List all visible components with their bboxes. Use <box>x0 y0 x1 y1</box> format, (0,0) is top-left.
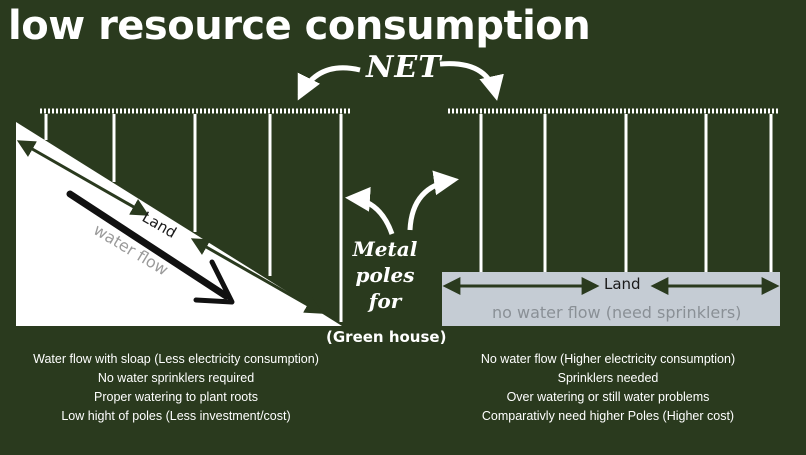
left-points-list: Water flow with sloap (Less electricity … <box>8 350 344 426</box>
metal-poles-line: Metal <box>352 237 418 261</box>
net-arrow-right <box>439 61 504 101</box>
right-flow-label: no water flow (need sprinklers) <box>492 303 742 322</box>
metal-poles-label: Metal poles for <box>340 236 430 314</box>
list-item: Sprinklers needed <box>557 371 659 385</box>
net-arrow-left <box>297 65 361 101</box>
water-flow-arrow <box>66 190 230 300</box>
right-poles <box>479 114 773 272</box>
list-item: Comparativly need higher Poles (Higher c… <box>481 409 735 423</box>
list-item: Proper watering to plant roots <box>94 390 258 404</box>
green-house-label: (Green house) <box>326 328 447 346</box>
list-item: Low hight of poles (Less investment/cost… <box>61 409 291 423</box>
list-item: Water flow with sloap (Less electricity … <box>33 352 319 366</box>
net-label: NET <box>366 50 442 85</box>
left-land-arrow-lower <box>190 238 324 314</box>
list-item: Over watering or still water problems <box>506 390 710 404</box>
water-flow-arrowhead <box>193 259 235 305</box>
left-land-arrow-upper <box>16 140 150 216</box>
page-title: low resource consumption <box>8 3 591 49</box>
right-points-list: No water flow (Higher electricity consum… <box>456 350 760 426</box>
metal-poles-line: for <box>368 289 402 313</box>
poles-arrow-left <box>345 186 395 235</box>
list-item: No water sprinklers required <box>97 371 255 385</box>
right-land-label: Land <box>604 275 641 293</box>
poles-arrow-right <box>407 170 459 231</box>
list-item: No water flow (Higher electricity consum… <box>480 352 736 366</box>
metal-poles-line: poles <box>355 263 415 287</box>
